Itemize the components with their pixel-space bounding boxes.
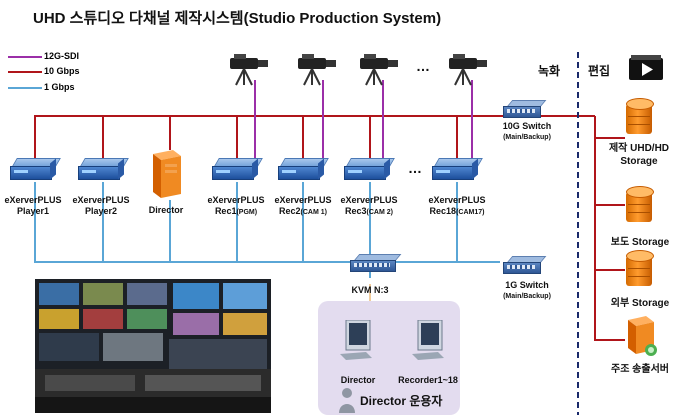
server-rec3-icon <box>344 158 395 180</box>
switch-10g-label: 10G Switch(Main/Backup) <box>502 121 552 141</box>
monitor-recorder-icon <box>412 320 446 364</box>
playout-server-icon <box>624 314 660 358</box>
storage-external-label: 외부 Storage <box>610 298 670 309</box>
camera-icon <box>296 54 340 86</box>
server-rec18-icon <box>432 158 483 180</box>
storage-news-icon <box>626 186 654 224</box>
server-ellipsis: … <box>408 160 424 176</box>
switch-1g-icon <box>503 256 547 274</box>
kvm-director-label: Director <box>340 375 376 385</box>
play-icon <box>628 54 666 84</box>
camera-icon <box>228 54 272 86</box>
zone-editing: 편집 <box>588 64 611 78</box>
page-title: UHD 스튜디오 다채널 제작시스템(Studio Production Sys… <box>33 10 442 27</box>
blue-1gbps-lines <box>34 182 500 278</box>
server-player2-icon <box>78 158 129 180</box>
red-10gbps-lines <box>34 104 625 341</box>
storage-playout-label: 주조 송출서버 <box>611 364 669 375</box>
studio-photo <box>35 279 271 413</box>
server-player1-icon <box>10 158 61 180</box>
legend-1gbps: 1 Gbps <box>44 82 75 92</box>
storage-news-label: 보도 Storage <box>610 237 670 248</box>
camera-icon <box>447 54 491 86</box>
camera-icon <box>358 54 402 86</box>
storage-production-label: 제작 UHD/HD Storage <box>608 143 670 167</box>
kvm-switch-icon <box>350 254 402 272</box>
director-pc-icon <box>147 148 183 200</box>
monitor-director-icon <box>340 320 374 364</box>
legend-12g-sdi: 12G-SDI <box>44 51 80 61</box>
zone-recording: 녹화 <box>538 64 561 78</box>
kvm-label: KVM N:3 <box>351 285 389 295</box>
storage-production-icon <box>626 98 654 136</box>
server-rec1-icon <box>212 158 263 180</box>
operator-label: Director 운용자 <box>360 394 443 408</box>
server-rec2-icon <box>278 158 329 180</box>
director-label: Director <box>148 205 184 215</box>
purple-sdi-lines <box>254 80 473 158</box>
storage-external-icon <box>626 250 654 288</box>
switch-10g-icon <box>503 100 547 118</box>
operator-person-icon <box>338 387 356 413</box>
camera-ellipsis: … <box>416 58 432 74</box>
kvm-recorder-label: Recorder1~18 <box>398 375 458 385</box>
switch-1g-label: 1G Switch(Main/Backup) <box>503 280 551 300</box>
legend-10gbps: 10 Gbps <box>44 66 80 76</box>
